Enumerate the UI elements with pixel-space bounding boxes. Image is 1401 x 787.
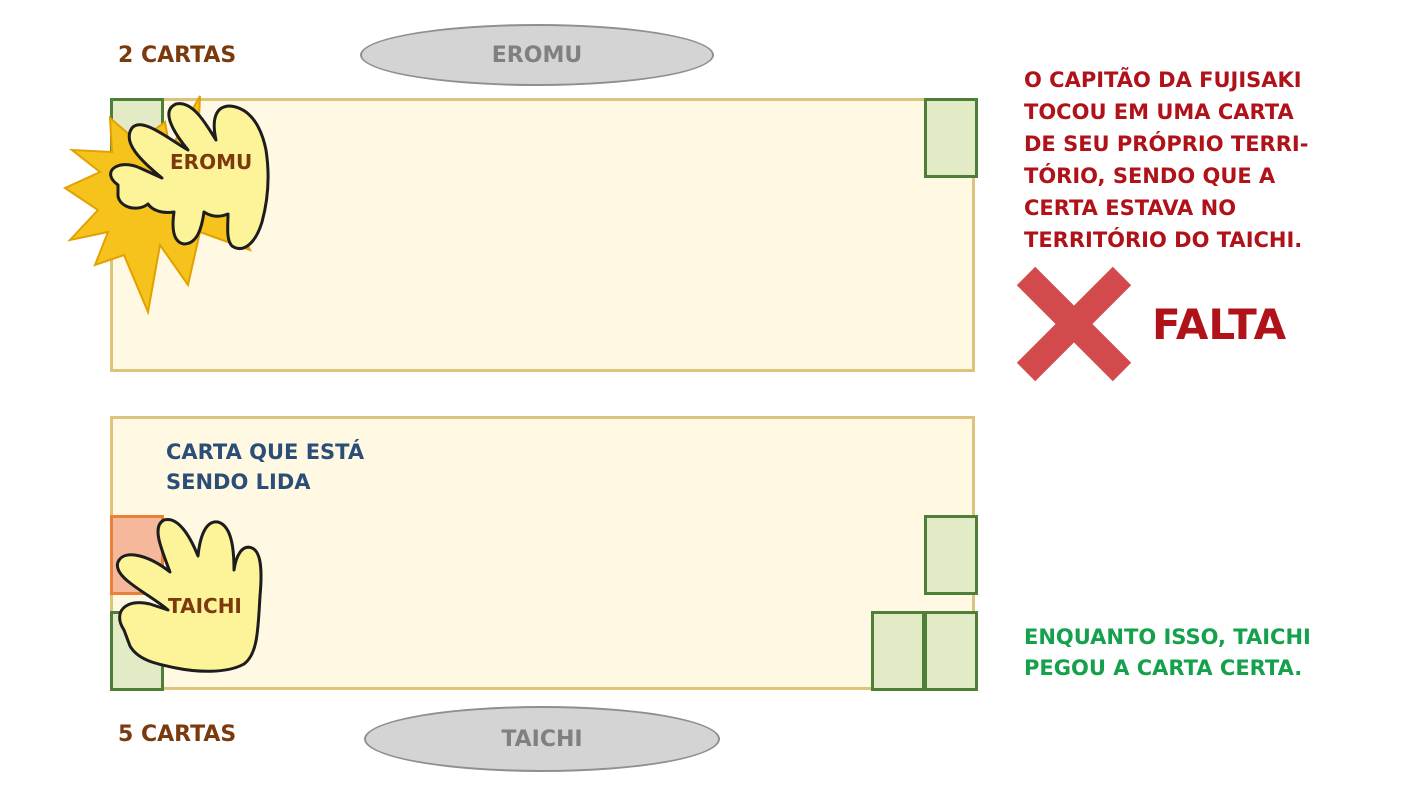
hand-icon xyxy=(115,518,263,673)
note-text: ENQUANTO ISSO, TAICHI PEGOU A CARTA CERT… xyxy=(1024,622,1311,684)
top-hand-label: EROMU xyxy=(170,150,253,174)
reading-card-label-line2: SENDO LIDA xyxy=(166,470,311,494)
top-card-count: 2 CARTAS xyxy=(118,43,237,68)
reading-card-label-line1: CARTA QUE ESTÁ xyxy=(166,440,365,464)
explanation-line: TÓRIO, SENDO QUE A xyxy=(1024,164,1276,188)
explanation-line: TERRITÓRIO DO TAICHI. xyxy=(1024,228,1303,252)
bottom-board-card-right-lower-2 xyxy=(924,611,978,691)
top-board xyxy=(110,98,978,372)
explanation-line: CERTA ESTAVA NO xyxy=(1024,196,1237,220)
bottom-player-name: TAICHI xyxy=(501,726,583,752)
bottom-hand-label: TAICHI xyxy=(168,594,242,618)
explanation-line: TOCOU EM UMA CARTA xyxy=(1024,100,1294,124)
top-player-oval: EROMU xyxy=(360,24,714,86)
note-line: PEGOU A CARTA CERTA. xyxy=(1024,656,1303,680)
bottom-board-card-right-upper xyxy=(924,515,978,595)
verdict-label: FALTA xyxy=(1152,300,1287,349)
note-line: ENQUANTO ISSO, TAICHI xyxy=(1024,625,1311,649)
hand-icon xyxy=(109,102,270,250)
bottom-player-oval: TAICHI xyxy=(364,706,720,772)
bottom-card-count: 5 CARTAS xyxy=(118,722,237,747)
x-mark-icon xyxy=(1016,266,1132,382)
top-player-name: EROMU xyxy=(491,42,583,68)
explanation-line: O CAPITÃO DA FUJISAKI xyxy=(1024,68,1302,92)
explanation-text: O CAPITÃO DA FUJISAKI TOCOU EM UMA CARTA… xyxy=(1024,64,1308,256)
top-board-card-right xyxy=(924,98,978,178)
reading-card-label: CARTA QUE ESTÁ SENDO LIDA xyxy=(166,437,364,497)
bottom-board-card-right-lower-1 xyxy=(871,611,925,691)
explanation-line: DE SEU PRÓPRIO TERRI- xyxy=(1024,132,1309,156)
